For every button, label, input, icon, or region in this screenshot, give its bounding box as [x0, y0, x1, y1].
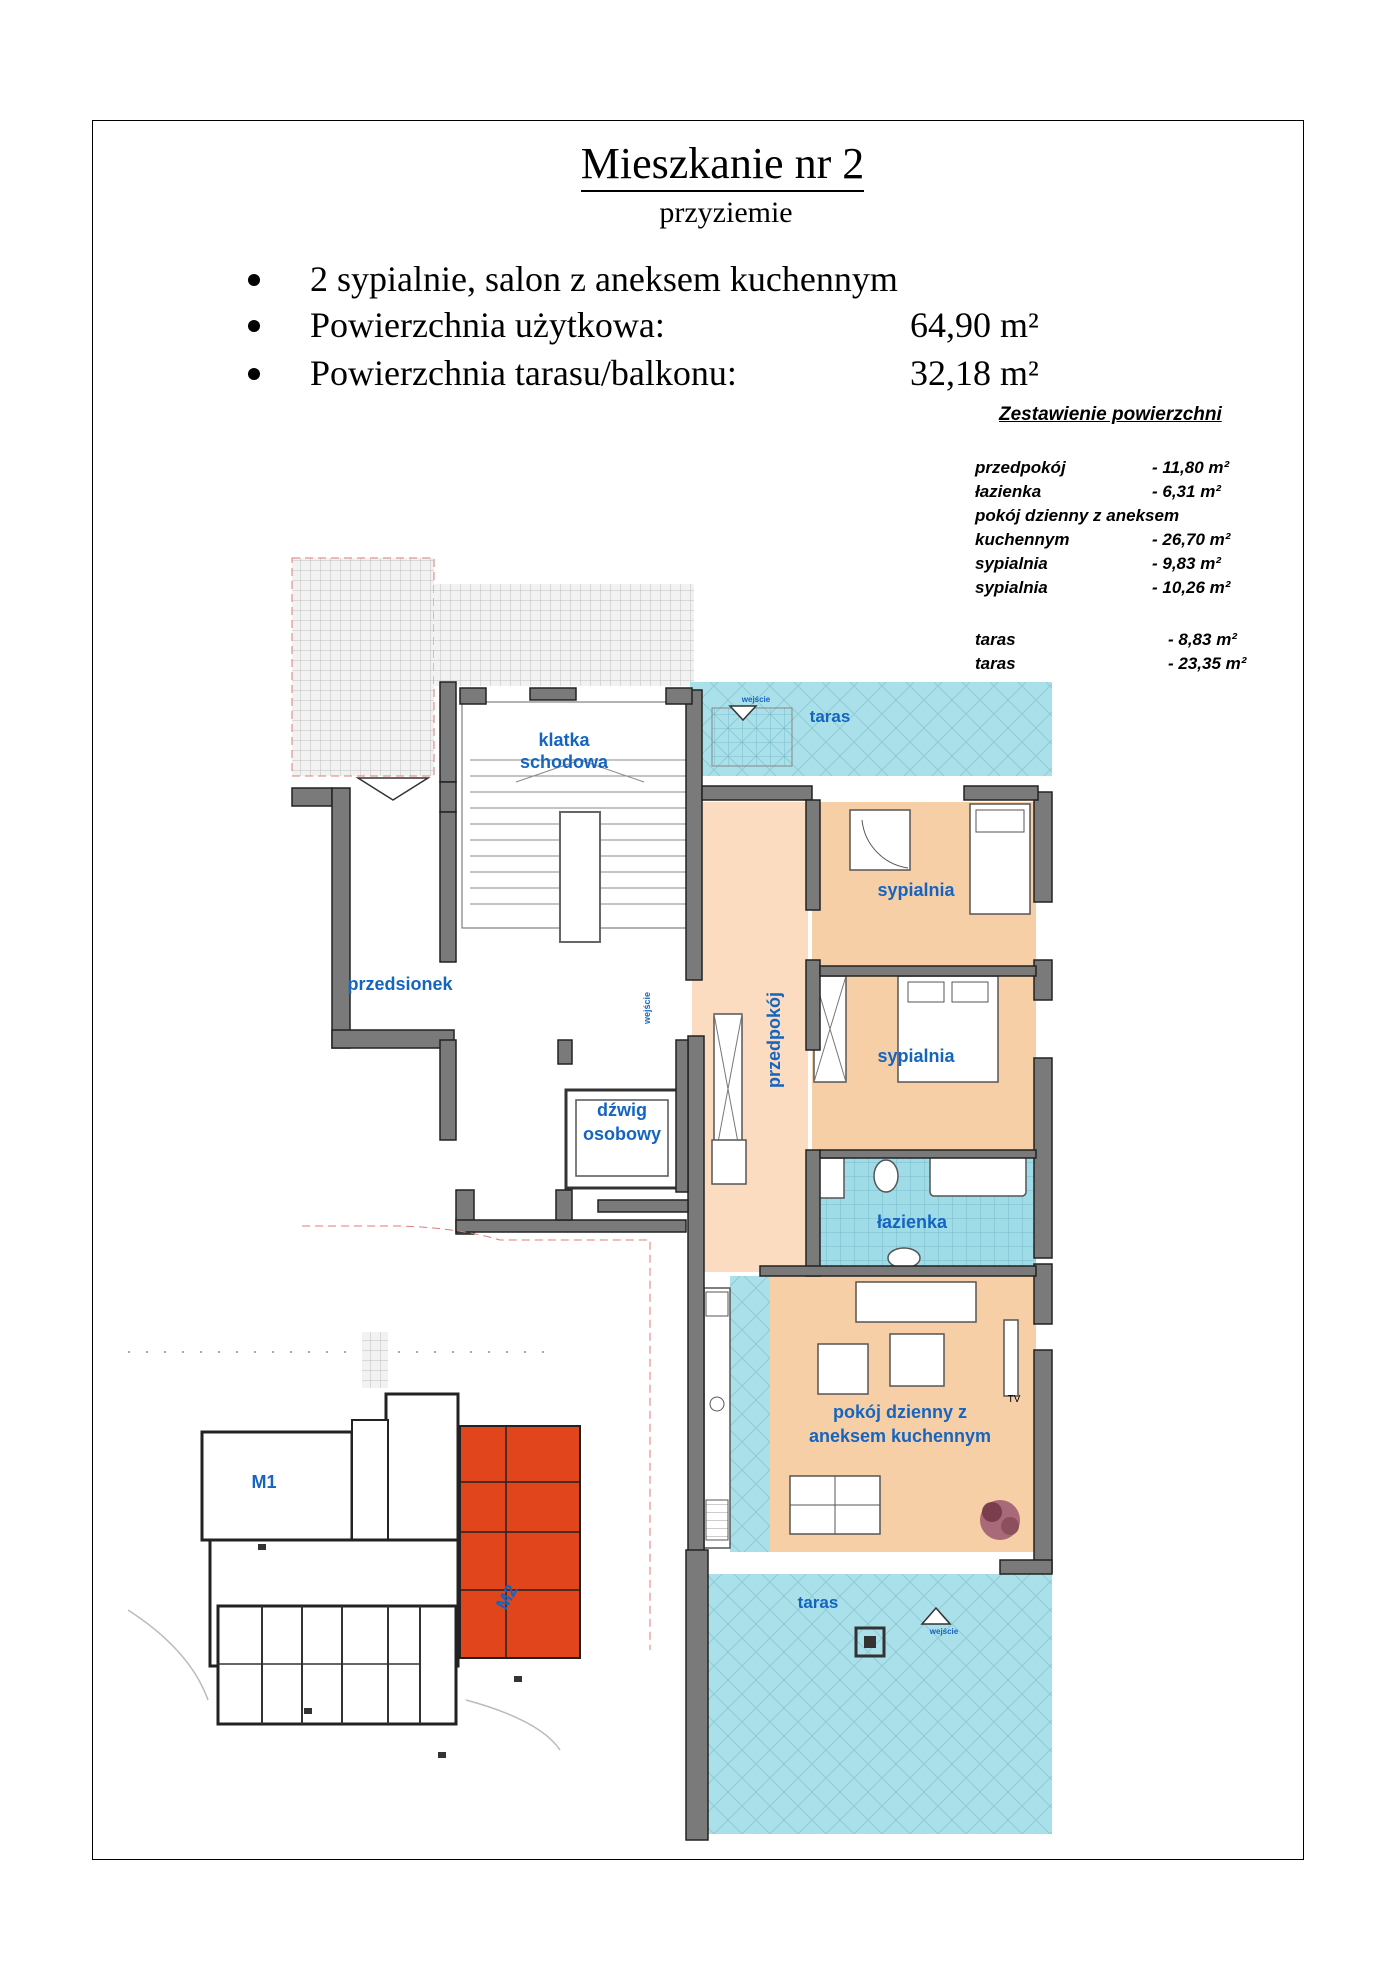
label-elevator-2: osobowy [583, 1124, 661, 1144]
summary-value: 32,18 m² [910, 353, 1039, 393]
label-terrace-top: taras [810, 707, 851, 726]
bullet-icon [248, 367, 260, 380]
label-entrance-bottom: wejście [929, 1627, 959, 1636]
label-living-room-1: pokój dzienny z [833, 1402, 967, 1422]
label-stairwell-1: klatka [538, 730, 590, 750]
label-hallway: przedpokój [764, 992, 784, 1088]
label-living-room-2: aneksem kuchennym [809, 1426, 991, 1446]
bedroom-1 [812, 802, 1036, 966]
area-table-heading: Zestawienie powierzchni [999, 404, 1222, 425]
paved-area [291, 557, 694, 777]
terrace-strip-pattern [730, 1276, 770, 1552]
summary-value: 64,90 m² [910, 305, 1039, 345]
page-title: Mieszkanie nr 2 [0, 138, 1399, 192]
drawing-frame [92, 120, 1304, 1860]
label-vestibule: przedsionek [347, 974, 453, 994]
walls [291, 681, 1053, 1841]
bathroom [812, 1154, 1036, 1272]
label-stairwell-2: schodowa [520, 752, 609, 772]
label-bedroom-1: sypialnia [877, 880, 955, 900]
area-row: pokój dzienny z aneksem [975, 506, 1180, 525]
bullet-icon [248, 319, 260, 332]
site-boundary [302, 1225, 651, 1650]
label-unit-m1: M1 [251, 1472, 276, 1492]
area-row: przedpokój- 11,80 m² [975, 458, 1230, 477]
terrace-top [690, 682, 1052, 776]
summary-item: 2 sypialnie, salon z aneksem kuchennym [248, 258, 898, 300]
entry-arrow-side-icon [355, 777, 431, 801]
label-terrace-bottom: taras [798, 1593, 839, 1612]
label-bathroom: łazienka [877, 1212, 948, 1232]
terrace-bottom [708, 1574, 1052, 1834]
label-bedroom-2: sypialnia [877, 1046, 955, 1066]
label-elevator-1: dźwig [597, 1100, 647, 1120]
label-entrance-top: wejście [741, 695, 771, 704]
bedroom-2 [812, 972, 1036, 1150]
label-tv: TV [1008, 1394, 1021, 1405]
entry-arrow-top-icon [728, 705, 758, 722]
staircase [461, 701, 690, 943]
area-row: łazienka- 6,31 m² [975, 482, 1221, 501]
hallway [692, 802, 808, 1272]
living-room [770, 1276, 1036, 1552]
area-row: taras- 8,83 m² [975, 630, 1237, 649]
elevator [564, 1088, 680, 1190]
page-subtitle: przyziemie [659, 196, 793, 229]
kitchen-counter [703, 1287, 731, 1549]
area-row: sypialnia- 9,83 m² [975, 554, 1221, 573]
summary-item: Powierzchnia tarasu/balkonu: [248, 352, 737, 394]
area-row: kuchennym- 26,70 m² [975, 530, 1231, 549]
bullet-icon [248, 273, 260, 286]
area-row: sypialnia- 10,26 m² [975, 578, 1231, 597]
area-row: taras- 23,35 m² [975, 654, 1247, 673]
label-entrance-side: wejście [642, 992, 652, 1025]
entry-arrow-bottom-icon [920, 1606, 952, 1625]
summary-item: Powierzchnia użytkowa: [248, 304, 665, 346]
site-inset-map [127, 1332, 581, 1758]
